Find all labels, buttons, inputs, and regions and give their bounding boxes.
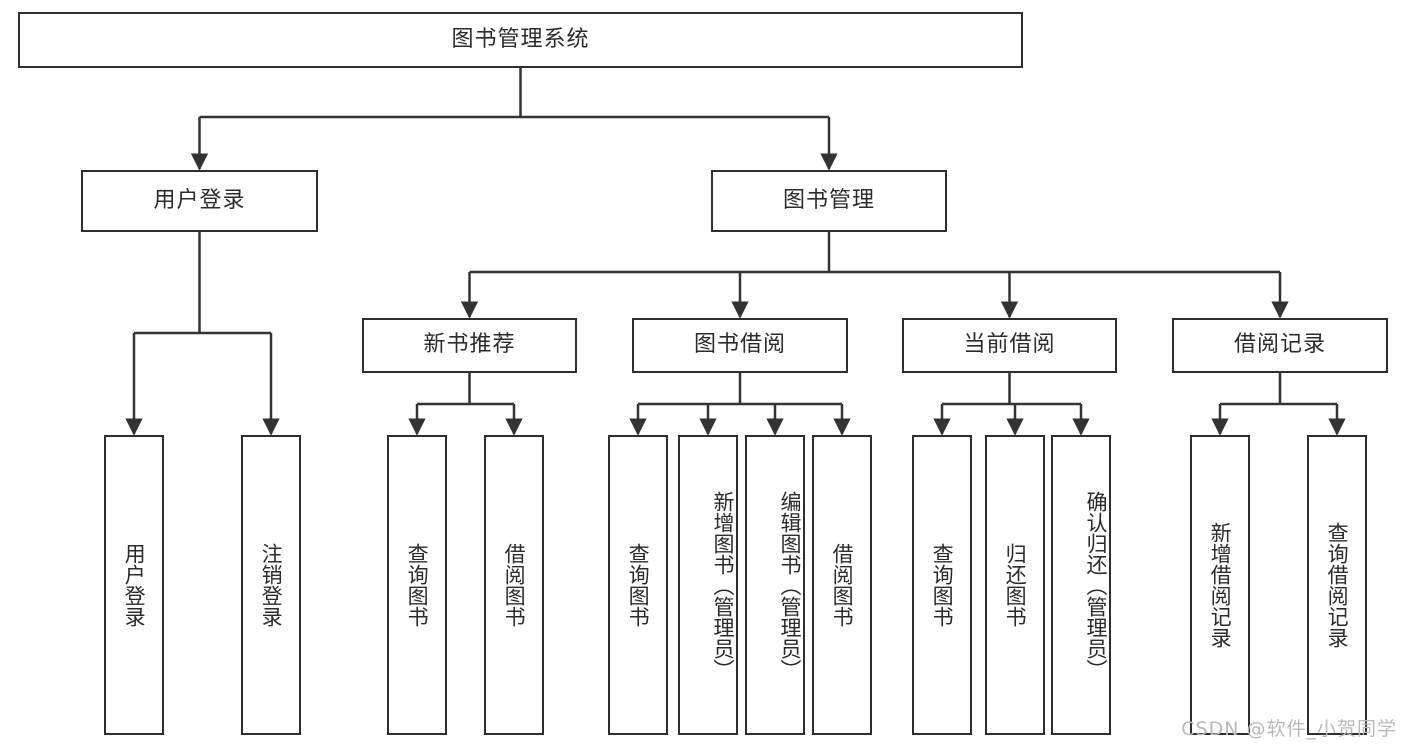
node-query-book-3[interactable]: 查询图书 [912,435,972,735]
node-label: 图书借阅 [693,332,786,358]
node-label: 用户登录 [122,543,147,627]
node-query-book-1[interactable]: 查询图书 [387,435,447,735]
node-return-book[interactable]: 归还图书 [985,435,1045,735]
node-label: 借阅图书 [502,543,527,627]
node-user-login[interactable]: 用户登录 [81,170,318,232]
node-current-borrow[interactable]: 当前借阅 [902,318,1117,373]
node-edit-book-admin[interactable]: 编辑图书（管理员） [745,435,805,735]
node-label: 新增图书（管理员） [711,490,735,680]
node-label: 新书推荐 [423,332,516,358]
node-label: 图书管理 [782,187,875,213]
node-label: 归还图书 [1003,543,1028,627]
node-borrow-book-1[interactable]: 借阅图书 [484,435,544,735]
node-borrow-book-2[interactable]: 借阅图书 [812,435,872,735]
node-borrow-record[interactable]: 借阅记录 [1172,318,1388,373]
node-new-book-recommend[interactable]: 新书推荐 [362,318,577,373]
node-label: 注销登录 [259,543,284,627]
csdn-watermark: CSDN @软件_小贺同学 [1181,718,1397,740]
node-add-book-admin[interactable]: 新增图书（管理员） [678,435,738,735]
node-book-borrow[interactable]: 图书借阅 [632,318,848,373]
node-root[interactable]: 图书管理系统 [18,12,1023,68]
node-label: 查询图书 [930,543,955,627]
node-label: 新增借阅记录 [1208,522,1233,648]
node-label: 当前借阅 [963,332,1056,358]
node-user-logout-leaf[interactable]: 注销登录 [241,435,301,735]
node-label: 查询借阅记录 [1325,522,1350,648]
node-book-manage[interactable]: 图书管理 [711,170,947,232]
node-label: 编辑图书（管理员） [778,490,802,680]
node-label: 查询图书 [626,543,651,627]
node-label: 借阅记录 [1233,332,1326,358]
node-query-borrow-record[interactable]: 查询借阅记录 [1307,435,1367,735]
node-label: 用户登录 [153,187,246,213]
node-label: 图书管理系统 [451,26,590,52]
node-label: 确认归还（管理员） [1084,490,1108,680]
node-user-login-leaf[interactable]: 用户登录 [104,435,164,735]
node-query-book-2[interactable]: 查询图书 [608,435,668,735]
node-confirm-return-admin[interactable]: 确认归还（管理员） [1051,435,1111,735]
node-add-borrow-record[interactable]: 新增借阅记录 [1190,435,1250,735]
node-label: 查询图书 [405,543,430,627]
node-label: 借阅图书 [830,543,855,627]
